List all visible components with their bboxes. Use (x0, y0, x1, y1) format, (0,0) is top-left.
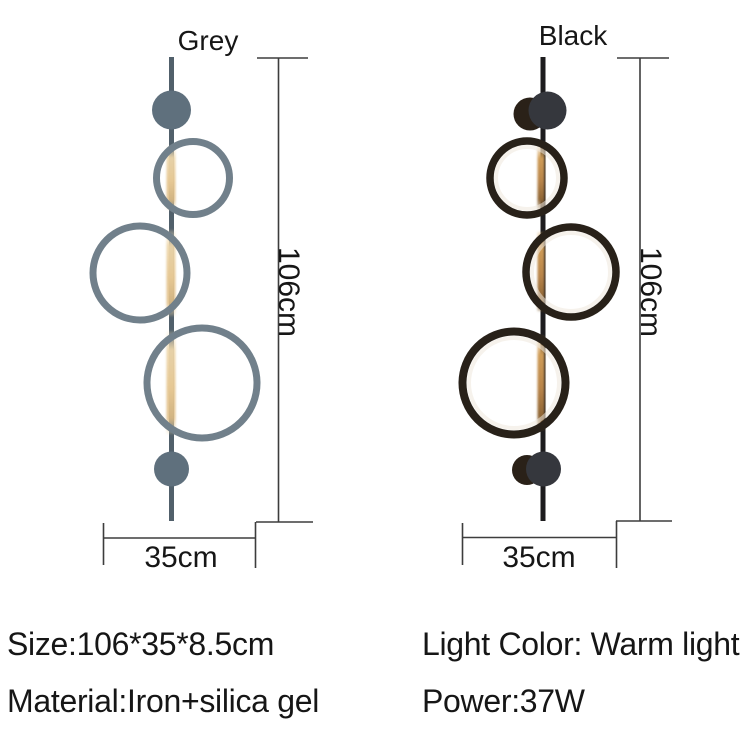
grey-width-dimension: 35cm (102, 522, 257, 574)
grey-top-mount-dot (152, 90, 191, 130)
grey-led-strip-large-ring (166, 331, 176, 434)
black-lamp-photo (458, 57, 620, 521)
grey-width-dimension-line (102, 522, 257, 568)
grey-height-dimension-label: 106cm (272, 247, 305, 337)
black-height-dimension-label: 106cm (634, 247, 667, 337)
black-small-ring-inner-rim (494, 145, 560, 211)
grey-small-ring (153, 138, 233, 218)
variant-label-black: Black (539, 20, 608, 51)
spec-size: Size:106*35*8.5cm (7, 626, 275, 662)
grey-led-strip-medium-ring (166, 230, 176, 316)
spec-light-color: Light Color: Warm light (422, 626, 740, 662)
black-led-strip-large-ring (537, 336, 545, 430)
black-height-dimension-line (616, 57, 672, 522)
black-width-dimension: 35cm (461, 521, 618, 574)
black-medium-ring (522, 223, 620, 321)
black-small-ring (486, 137, 568, 219)
black-led-strip-medium-ring (537, 232, 545, 311)
grey-medium-ring (89, 222, 191, 324)
grey-lamp-illustration (89, 57, 261, 521)
black-large-ring (458, 327, 570, 439)
grey-large-ring (143, 324, 261, 442)
grey-led-strip-small-ring (166, 146, 176, 210)
grey-width-dimension-label: 35cm (144, 541, 217, 574)
black-top-mount-dot (528, 91, 567, 130)
variant-label-grey: Grey (178, 25, 239, 56)
black-medium-ring-inner-rim (530, 231, 612, 313)
spec-material: Material:Iron+silica gel (7, 683, 320, 719)
grey-height-dimension: 106cm (256, 57, 313, 523)
black-width-dimension-line (461, 521, 618, 568)
black-bottom-mount-dot (526, 451, 561, 487)
grey-height-dimension-line (256, 57, 313, 523)
black-width-dimension-label: 35cm (502, 541, 575, 574)
black-large-ring-inner-rim (467, 336, 561, 430)
black-led-strip-small-ring (537, 146, 545, 209)
grey-bottom-mount-dot (154, 451, 189, 487)
spec-power: Power:37W (422, 683, 585, 719)
black-height-dimension: 106cm (616, 57, 672, 522)
